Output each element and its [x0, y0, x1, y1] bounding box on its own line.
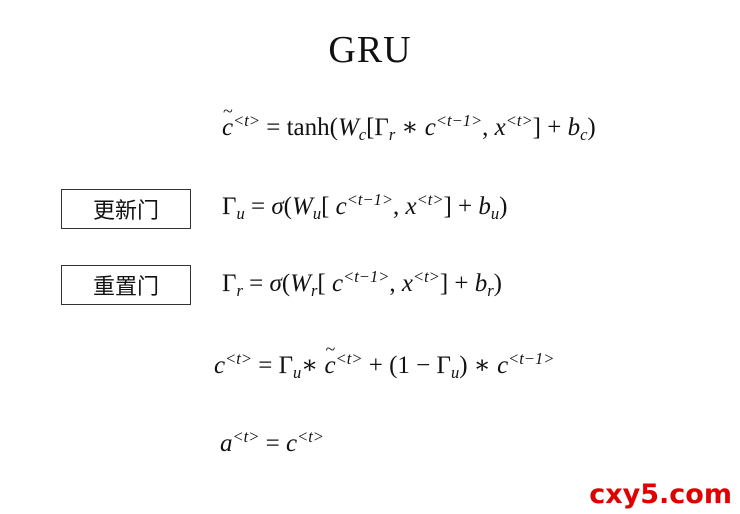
bias-subscript: u — [490, 203, 500, 223]
bracket-open: [ — [317, 270, 332, 297]
time-superscript: <t> — [225, 348, 252, 368]
watermark-logo: cxy5.com — [589, 479, 732, 510]
a-var: a — [220, 430, 233, 457]
mult-symbol: ∗ — [395, 114, 425, 141]
paren-close: ) — [493, 270, 502, 297]
reset-gate-label: 重置门 — [61, 265, 191, 305]
tanh-text: = tanh( — [259, 114, 338, 141]
c-tilde-var: c — [324, 352, 336, 379]
time-superscript: <t> — [335, 348, 363, 368]
prev-time-superscript: <t−1> — [346, 189, 393, 209]
plus-one-minus-gamma: + (1 − Γ — [362, 352, 451, 379]
bias-subscript: r — [487, 280, 494, 300]
gamma-subscript: r — [388, 124, 396, 144]
prev-time-superscript: <t−1> — [508, 348, 555, 368]
gamma-symbol: [Γ — [366, 114, 389, 141]
bias-subscript: c — [580, 124, 588, 144]
update-gate-equation: Γu = σ(Wu[ c<t−1>, x<t>] + bu) — [222, 189, 508, 223]
x-time-superscript: <t> — [412, 266, 440, 286]
comma: , — [393, 193, 406, 220]
x-var: x — [401, 270, 413, 297]
comma: , — [482, 114, 495, 141]
weight-subscript: c — [358, 124, 367, 144]
update-gate-label: 更新门 — [61, 189, 191, 229]
c-var: c — [424, 114, 436, 141]
paren-open: ( — [281, 270, 291, 297]
x-time-superscript: <t> — [416, 189, 444, 209]
gamma-subscript: u — [450, 362, 460, 382]
c-var: c — [335, 193, 347, 220]
paren-close: ) — [587, 114, 596, 141]
prev-time-superscript: <t−1> — [343, 266, 390, 286]
weight-var: W — [337, 114, 359, 141]
mult-symbol: ∗ — [301, 352, 325, 379]
time-superscript: <t> — [233, 110, 260, 130]
paren-open: ( — [283, 193, 292, 220]
equals: = — [259, 430, 286, 457]
equals: = — [244, 193, 272, 220]
c-tilde-var: c — [222, 114, 234, 141]
weight-subscript: r — [310, 280, 318, 300]
activation-equation: a<t> = c<t> — [220, 426, 324, 458]
bias-var: b — [474, 270, 488, 297]
c-var: c — [497, 352, 509, 379]
sigma-symbol: σ — [269, 270, 282, 297]
bias-var: b — [478, 193, 491, 220]
equals-gamma: = Γ — [251, 352, 294, 379]
c-var: c — [285, 430, 298, 457]
gamma-subscript: u — [293, 362, 302, 382]
comma: , — [389, 270, 402, 297]
bias-var: b — [567, 114, 581, 141]
paren-close-mult: ) ∗ — [459, 352, 498, 379]
bracket-close-plus: ] + — [532, 114, 568, 141]
equals: = — [242, 270, 270, 297]
candidate-memory-equation: c<t> = tanh(Wc[Γr ∗ c<t−1>, x<t>] + bc) — [222, 101, 596, 144]
bracket-open: [ — [321, 193, 336, 220]
bracket-close-plus: ] + — [443, 193, 479, 220]
gamma-symbol: Γ — [222, 193, 237, 220]
bracket-close-plus: ] + — [439, 270, 475, 297]
c-var: c — [331, 270, 344, 297]
x-var: x — [494, 114, 506, 141]
gamma-subscript: u — [236, 203, 245, 223]
time-superscript: <t> — [297, 426, 324, 446]
paren-close: ) — [499, 193, 508, 220]
c-var: c — [214, 352, 226, 379]
memory-cell-equation: c<t> = Γu∗ c<t> + (1 − Γu) ∗ c<t−1> — [214, 339, 555, 382]
weight-var: W — [291, 193, 313, 220]
gamma-symbol: Γ — [222, 270, 237, 297]
x-var: x — [405, 193, 417, 220]
reset-gate-equation: Γr = σ(Wr[ c<t−1>, x<t>] + br) — [222, 266, 502, 300]
sigma-symbol: σ — [271, 193, 284, 220]
x-time-superscript: <t> — [505, 110, 533, 130]
weight-subscript: u — [312, 203, 322, 223]
page-title: GRU — [328, 29, 412, 71]
prev-time-superscript: <t−1> — [435, 110, 483, 130]
gamma-subscript: r — [236, 280, 243, 300]
time-superscript: <t> — [232, 426, 260, 446]
weight-var: W — [290, 270, 311, 297]
